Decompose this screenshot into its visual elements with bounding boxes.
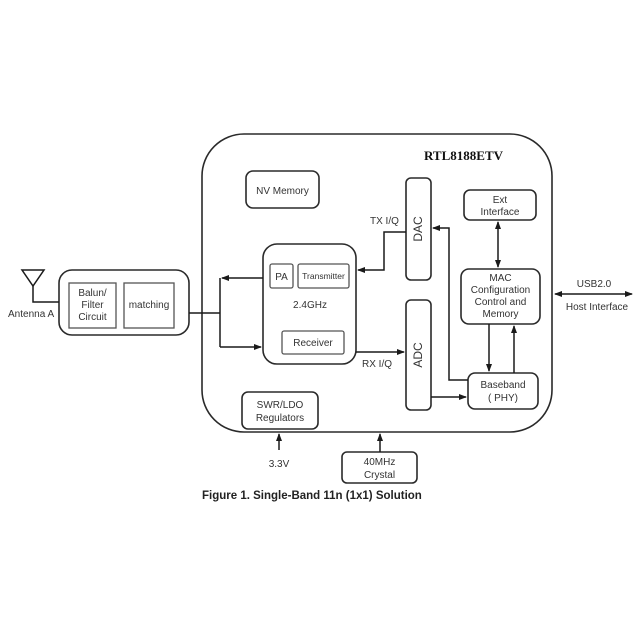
swr-ldo-line-1: SWR/LDO [257, 400, 304, 411]
balun-line-1: Balun/ [78, 288, 107, 299]
swr-ldo-line-2: Regulators [256, 413, 304, 424]
pa-block [269, 263, 294, 289]
baseband-line-2: ( PHY) [488, 393, 518, 404]
nv-memory-label: NV Memory [256, 186, 309, 197]
transmitter-block [297, 263, 350, 289]
pa-label: PA [275, 272, 288, 283]
crystal-line-1: 40MHz [364, 457, 396, 468]
mac-line-1: MAC [489, 273, 511, 284]
matching-block [123, 282, 175, 329]
ext-interface-line-2: Interface [481, 207, 520, 218]
mac-line-4: Memory [482, 309, 518, 320]
baseband-block: Baseband ( PHY) [467, 372, 539, 410]
mac-block: MAC Configuration Control and Memory [460, 268, 541, 325]
rx-iq-label: RX I/Q [362, 359, 392, 370]
matching-label: matching [129, 300, 170, 311]
front-end-module: Balun/ Filter Circuit matching [58, 269, 190, 336]
crystal-block: 40MHz Crystal [341, 451, 418, 484]
ext-interface-line-1: Ext [493, 195, 508, 206]
antenna-icon [20, 269, 59, 303]
balun-filter-block [68, 282, 117, 329]
rf-block: PA Transmitter 2.4GHz Receiver [262, 243, 357, 365]
ext-interface-block: Ext Interface [463, 189, 537, 221]
host-interface-label: Host Interface [566, 302, 629, 313]
dac-label: DAC [411, 216, 425, 242]
receiver-block [281, 330, 345, 355]
balun-line-2: Filter [81, 300, 104, 311]
antenna-label: Antenna A [8, 309, 54, 320]
chip-name: RTL8188ETV [424, 148, 504, 163]
adc-label: ADC [411, 342, 425, 368]
mac-line-2: Configuration [471, 285, 530, 296]
balun-line-3: Circuit [78, 312, 107, 323]
baseband-to-dac-arrow [432, 225, 468, 381]
crystal-line-2: Crystal [364, 470, 395, 481]
tx-iq-arrow [357, 231, 406, 273]
adc-block: ADC [405, 299, 432, 411]
figure-caption: Figure 1. Single-Band 11n (1x1) Solution [202, 490, 422, 502]
receiver-label: Receiver [293, 338, 333, 349]
baseband-line-1: Baseband [480, 380, 525, 391]
supply-label: 3.3V [269, 459, 290, 470]
band-label: 2.4GHz [293, 300, 327, 311]
mac-line-3: Control and [475, 297, 527, 308]
transmitter-label: Transmitter [302, 271, 345, 281]
usb-label: USB2.0 [577, 279, 612, 290]
nv-memory-block: NV Memory [245, 170, 320, 209]
swr-ldo-block: SWR/LDO Regulators [241, 391, 319, 430]
dac-block: DAC [405, 177, 432, 281]
tx-iq-label: TX I/Q [370, 216, 399, 227]
